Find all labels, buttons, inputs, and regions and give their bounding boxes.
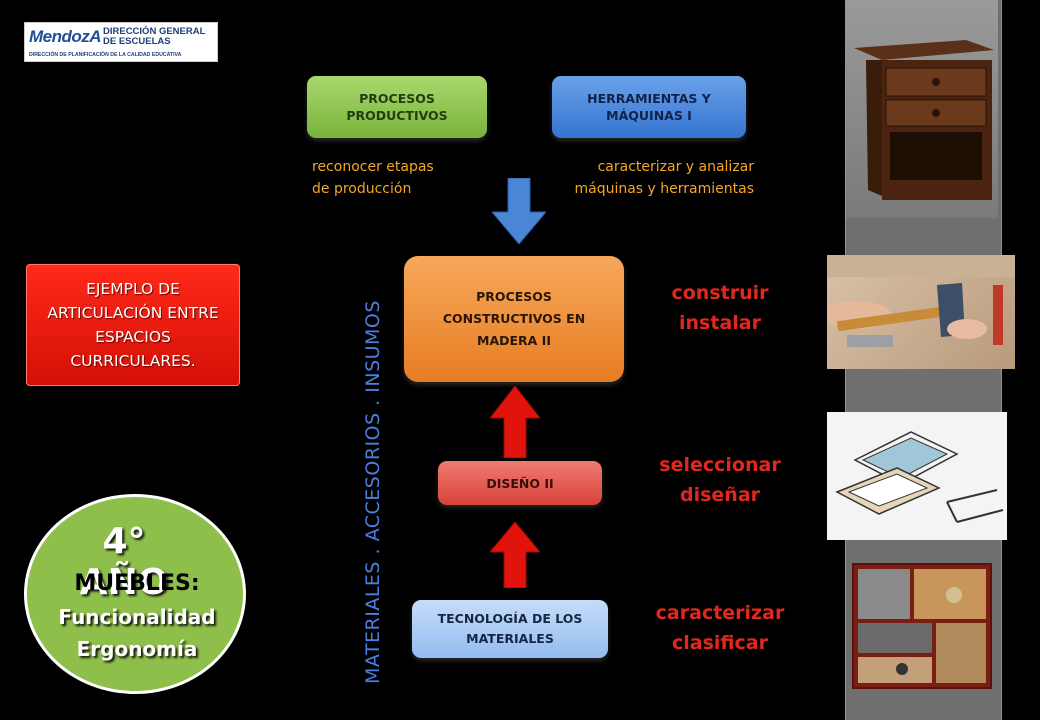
verb-construir: construir <box>671 282 769 304</box>
box-herramientas-label: HERRAMIENTAS Y MÁQUINAS I <box>587 91 711 123</box>
verb-disenar: diseñar <box>679 484 761 506</box>
logo-subtitle: DIRECCIÓN DE PLANIFICACIÓN DE LA CALIDAD… <box>29 52 182 58</box>
ejemplo-label: EJEMPLO DE ARTICULACIÓN ENTRE ESPACIOS C… <box>47 280 219 370</box>
note-left-line1: reconocer etapas <box>312 159 434 175</box>
box-diseno-label: DISEÑO II <box>486 475 554 491</box>
logo-org-line2: DE ESCUELAS <box>103 36 171 47</box>
note-right-line2: máquinas y herramientas <box>574 181 754 197</box>
note-left: reconocer etapas de producción <box>312 156 434 200</box>
verb-group-construir: construir instalar <box>650 278 790 338</box>
vertical-label: MATERIALES . ACCESORIOS . INSUMOS <box>362 300 384 684</box>
verb-seleccionar: seleccionar <box>659 454 781 476</box>
box-procesos-productivos: PROCESOS PRODUCTIVOS <box>307 76 487 138</box>
note-right: caracterizar y analizar máquinas y herra… <box>552 156 754 200</box>
box-procesos-constructivos: PROCESOS CONSTRUCTIVOS EN MADERA II <box>404 256 624 382</box>
verb-group-caracterizar: caracterizar clasificar <box>648 598 792 658</box>
up-arrow-icon <box>490 522 540 588</box>
nightstand-photo <box>846 0 998 218</box>
ejemplo-box: EJEMPLO DE ARTICULACIÓN ENTRE ESPACIOS C… <box>26 264 240 386</box>
badge-line1: Funcionalidad <box>58 605 216 629</box>
year-badge: 4° AÑO MUEBLES: Funcionalidad Ergonomía <box>24 494 246 694</box>
hardware-collage-photo <box>852 563 992 689</box>
badge-topic: MUEBLES: <box>74 571 200 596</box>
box-tecnologia-label: TECNOLOGÍA DE LOS MATERIALES <box>437 611 583 646</box>
note-left-line2: de producción <box>312 181 412 197</box>
box-procesos-constructivos-label: PROCESOS CONSTRUCTIVOS EN MADERA II <box>442 289 586 348</box>
box-procesos-productivos-label: PROCESOS PRODUCTIVOS <box>346 91 448 123</box>
up-arrow-icon <box>490 386 540 458</box>
logo-org-line1: DIRECCIÓN GENERAL <box>103 26 206 37</box>
verb-instalar: instalar <box>679 312 761 334</box>
hinge-diagram-photo <box>827 412 1007 540</box>
badge-year: 4° AÑO <box>79 521 169 603</box>
verb-caracterizar: caracterizar <box>655 602 785 624</box>
down-arrow-icon <box>492 178 546 244</box>
verb-clasificar: clasificar <box>672 632 768 654</box>
hammer-photo <box>827 255 1015 369</box>
verb-group-seleccionar: seleccionar diseñar <box>648 450 792 510</box>
logo-brand: MendozA <box>29 27 102 46</box>
box-herramientas: HERRAMIENTAS Y MÁQUINAS I <box>552 76 746 138</box>
badge-line2: Ergonomía <box>76 637 198 661</box>
logo-org: DIRECCIÓN GENERAL DE ESCUELAS <box>103 27 205 47</box>
box-diseno: DISEÑO II <box>438 461 602 505</box>
box-tecnologia: TECNOLOGÍA DE LOS MATERIALES <box>412 600 608 658</box>
logo: MendozA DIRECCIÓN GENERAL DE ESCUELAS DI… <box>24 22 218 62</box>
note-right-line1: caracterizar y analizar <box>597 159 754 175</box>
